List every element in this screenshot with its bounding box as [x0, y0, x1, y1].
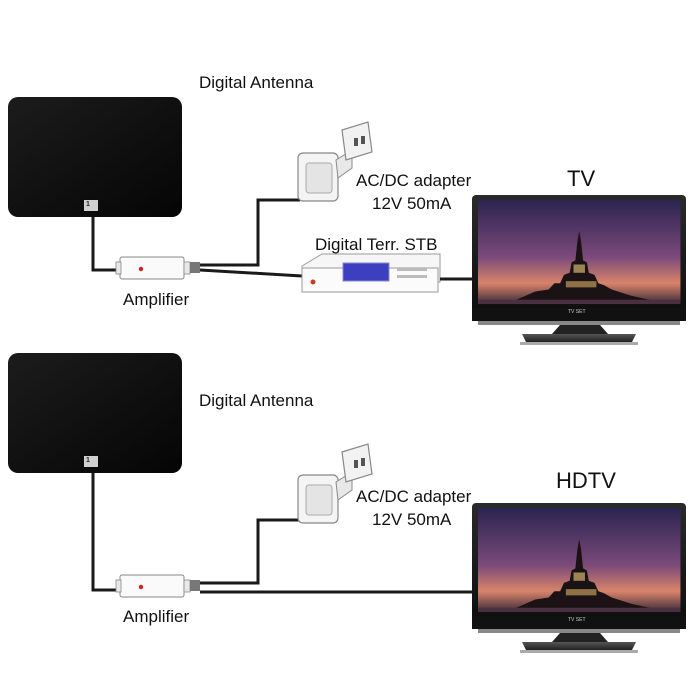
top-amplifier-label: Amplifier	[123, 290, 190, 309]
top-antenna-label: Digital Antenna	[199, 73, 314, 92]
top-tv-brand: TV SET	[568, 309, 586, 315]
bottom-diagram	[8, 353, 686, 653]
top-antenna	[8, 97, 182, 217]
bottom-adapter-label-line1: AC/DC adapter	[356, 487, 472, 506]
top-stb-display	[342, 262, 390, 282]
top-tv	[472, 195, 686, 345]
top-amplifier	[119, 256, 185, 280]
top-tv-label: TV	[567, 166, 596, 191]
top-diagram	[8, 97, 686, 345]
bottom-tv	[472, 503, 686, 653]
bottom-adapter	[297, 443, 373, 524]
bottom-tv-screen	[478, 508, 681, 612]
bottom-amplifier-label: Amplifier	[123, 607, 190, 626]
top-stb-label: Digital Terr. STB	[315, 235, 438, 254]
top-adapter	[297, 121, 373, 202]
bottom-tv-brand: TV SET	[568, 617, 586, 623]
bottom-antenna-label: Digital Antenna	[199, 391, 314, 410]
bottom-antenna-logo	[84, 456, 98, 467]
bottom-adapter-label-line2: 12V 50mA	[372, 510, 452, 529]
bottom-antenna-cable	[91, 473, 120, 592]
top-amplifier-led	[138, 266, 144, 272]
bottom-amplifier-led	[138, 584, 144, 590]
bottom-tv-label: HDTV	[556, 468, 616, 493]
bottom-antenna-logo-text: 1	[86, 457, 90, 464]
top-stb	[301, 253, 441, 293]
top-adapter-label-line1: AC/DC adapter	[356, 171, 472, 190]
top-stb-cable	[199, 268, 303, 278]
bottom-amplifier	[119, 574, 185, 598]
top-antenna-logo-text: 1	[86, 201, 90, 208]
top-antenna-logo	[84, 200, 98, 211]
top-adapter-label-line2: 12V 50mA	[372, 194, 452, 213]
bottom-power-cable	[200, 518, 300, 585]
top-power-cable	[200, 198, 300, 267]
top-tv-screen	[478, 200, 681, 304]
top-antenna-cable	[91, 217, 120, 272]
bottom-antenna	[8, 353, 182, 473]
